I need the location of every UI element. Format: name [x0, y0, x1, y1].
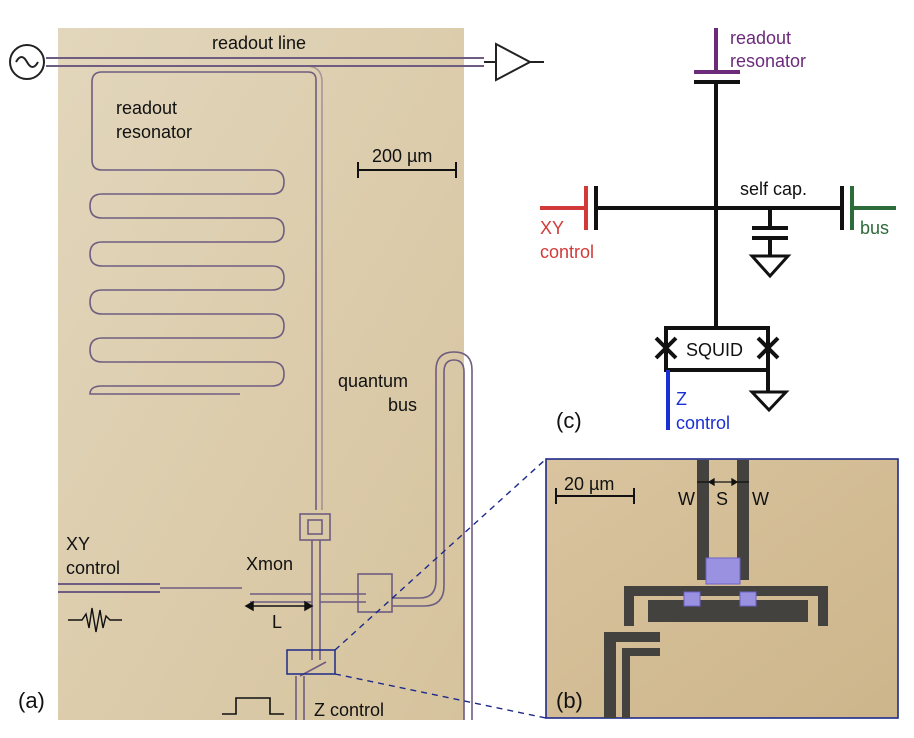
amplifier-icon [484, 42, 544, 82]
w-right-label: W [752, 489, 769, 509]
xmon-label: Xmon [246, 554, 293, 574]
panel-a-chip [58, 28, 464, 720]
c-readout-label-2: resonator [730, 51, 806, 71]
w-left-label: W [678, 489, 695, 509]
bus-capacitor [840, 186, 896, 230]
panel-c: readout resonator self cap. XY control b… [540, 28, 896, 433]
panel-b: 20 µm W S W (b) [545, 458, 899, 719]
xy-capacitor [540, 186, 598, 230]
self-capacitor-ground-icon [748, 226, 792, 279]
z-pulse-icon [222, 697, 284, 715]
length-label: L [272, 612, 282, 632]
c-z-label-1: Z [676, 389, 687, 409]
zoom-connectors [334, 458, 547, 719]
qubit-node-wires [596, 82, 842, 328]
c-z-label-2: control [676, 413, 730, 433]
readout-resonator-meander [89, 65, 323, 510]
readout-resonator-label-1: readout [116, 98, 177, 118]
panel-a: readout line readout resonator 200 µm qu… [9, 28, 544, 720]
xy-pulse-icon [68, 607, 122, 633]
xy-control-label-1: XY [66, 534, 90, 554]
ws-dimension [697, 477, 749, 487]
zoom-box [286, 649, 336, 675]
xmon-leads [697, 460, 749, 580]
c-bus-label: bus [860, 218, 889, 238]
length-dimension [244, 600, 314, 612]
s-label: S [716, 489, 728, 509]
quantum-bus-label-2: bus [388, 395, 417, 415]
scale-bar-a [357, 162, 457, 178]
readout-line [46, 57, 484, 67]
scale-bar-a-label: 200 µm [372, 146, 432, 166]
quantum-bus [392, 351, 473, 720]
c-xy-label-1: XY [540, 218, 564, 238]
squid-pads [683, 557, 757, 607]
z-control-label: Z control [314, 700, 384, 720]
squid-label: SQUID [686, 340, 743, 360]
scale-bar-b [555, 488, 635, 504]
panel-a-label: (a) [18, 688, 45, 713]
quantum-bus-label-1: quantum [338, 371, 408, 391]
self-cap-label: self cap. [740, 179, 807, 199]
readout-resonator-label-2: resonator [116, 122, 192, 142]
c-readout-label-1: readout [730, 28, 791, 48]
xy-control-label-2: control [66, 558, 120, 578]
readout-line-label: readout line [212, 33, 306, 53]
xmon-qubit [250, 513, 393, 660]
josephson-junction-icon [654, 336, 780, 360]
panel-c-label: (c) [556, 408, 582, 433]
scale-bar-b-label: 20 µm [564, 474, 614, 494]
panel-b-label: (b) [556, 688, 583, 713]
c-xy-label-2: control [540, 242, 594, 262]
xy-control-line [58, 583, 242, 593]
ac-source-icon [9, 44, 45, 80]
